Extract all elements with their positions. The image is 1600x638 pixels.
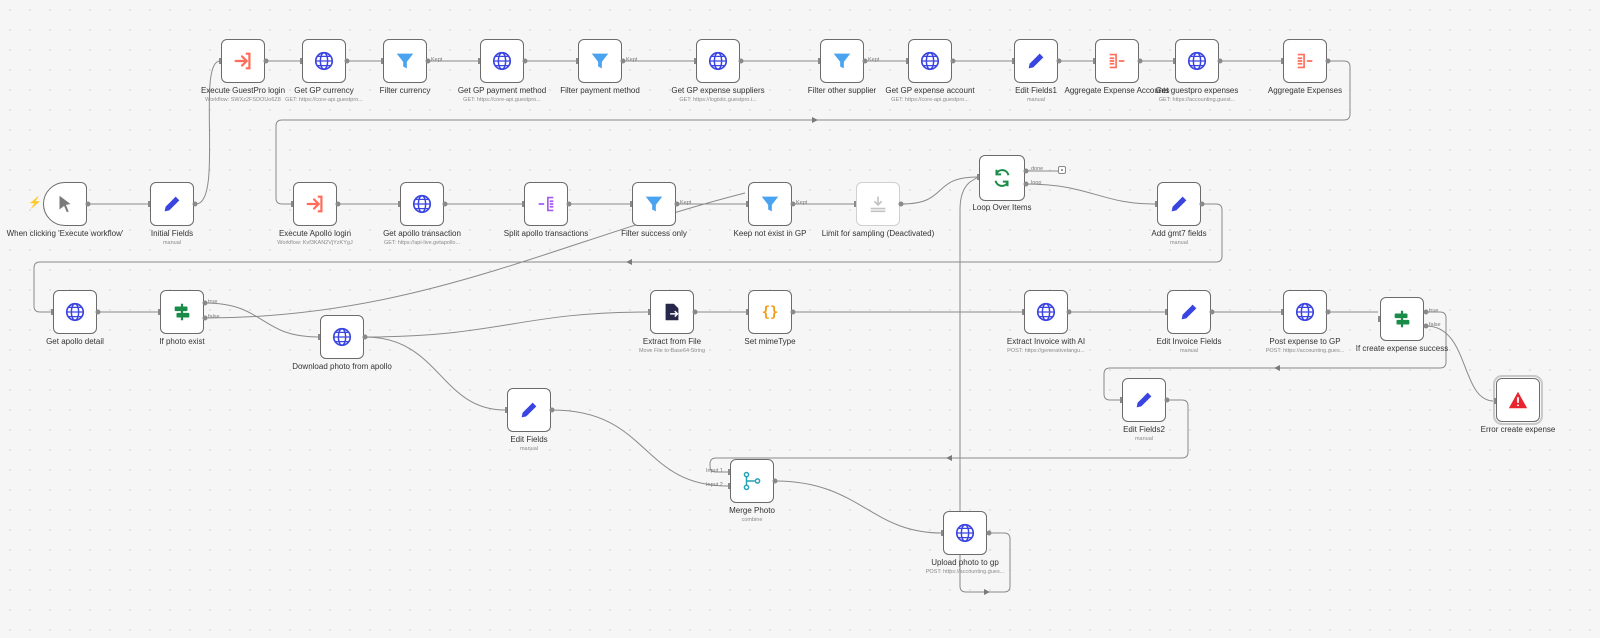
connection	[774, 480, 943, 534]
filter-icon	[642, 192, 666, 216]
node-filter-other-supplier[interactable]	[820, 39, 864, 83]
pencil-icon	[1132, 388, 1156, 412]
node-edit-invoice-fields[interactable]	[1167, 290, 1211, 334]
node-extract-invoice-with-ai[interactable]	[1024, 290, 1068, 334]
add-node-button[interactable]	[1058, 166, 1066, 174]
node-split-apollo-transactions[interactable]	[524, 182, 568, 226]
globe-icon	[1185, 49, 1209, 73]
code-icon: {}	[758, 300, 782, 324]
node-initial-fields[interactable]	[150, 182, 194, 226]
node-keep-not-exist-in-gp[interactable]	[748, 182, 792, 226]
globe-icon	[1034, 300, 1058, 324]
node-get-gp-currency[interactable]	[302, 39, 346, 83]
globe-icon	[63, 300, 87, 324]
globe-icon	[1293, 300, 1317, 324]
pencil-icon	[1024, 49, 1048, 73]
if-icon	[1390, 307, 1414, 331]
port-label-kept: Kept	[868, 57, 880, 63]
if-icon	[170, 300, 194, 324]
filter-icon	[393, 49, 417, 73]
globe-icon	[330, 325, 354, 349]
connection	[204, 302, 319, 338]
split-icon	[534, 192, 558, 216]
port-label-input-1: Input 1	[706, 468, 723, 474]
globe-icon	[490, 49, 514, 73]
filter-icon	[588, 49, 612, 73]
node-upload-photo-to-gp[interactable]	[943, 511, 987, 555]
node-if-photo-exist[interactable]	[160, 290, 204, 334]
node-if-create-expense-success[interactable]	[1380, 297, 1424, 341]
port-label-done: done	[1031, 166, 1044, 172]
node-get-guestpro-expenses[interactable]	[1175, 39, 1219, 83]
globe-icon	[312, 49, 336, 73]
connection	[900, 176, 979, 205]
node-get-gp-payment-method[interactable]	[480, 39, 524, 83]
cursor-icon	[53, 192, 77, 216]
port-label-input-2: Input 2	[706, 482, 723, 488]
node-loop-over-items[interactable]	[979, 155, 1025, 201]
file-icon	[660, 300, 684, 324]
node-get-gp-expense-account[interactable]	[908, 39, 952, 83]
node-edit-fields2[interactable]	[1122, 378, 1166, 422]
connection	[709, 399, 1189, 473]
port-label-true: true	[1429, 308, 1439, 314]
node-get-gp-expense-suppliers[interactable]	[696, 39, 740, 83]
node-edit-fields[interactable]	[507, 388, 551, 432]
globe-icon	[918, 49, 942, 73]
node-filter-payment-method[interactable]	[578, 39, 622, 83]
error-icon	[1506, 388, 1530, 412]
connection	[364, 311, 649, 338]
port-label-loop: loop	[1031, 180, 1042, 186]
aggregate-icon	[1105, 49, 1129, 73]
globe-icon	[953, 521, 977, 545]
connection	[364, 336, 506, 411]
login-icon	[303, 192, 327, 216]
globe-icon	[410, 192, 434, 216]
port-label-false: false	[1429, 322, 1441, 328]
node-execute-guestpro-login[interactable]	[221, 39, 265, 83]
node-edit-fields1[interactable]	[1014, 39, 1058, 83]
node-get-apollo-transaction[interactable]	[400, 182, 444, 226]
node-merge-photo[interactable]	[730, 459, 774, 503]
connection	[551, 409, 729, 487]
node-add-gmt7-fields[interactable]	[1157, 182, 1201, 226]
node-aggregate-expense-accounts[interactable]	[1095, 39, 1139, 83]
node-get-apollo-detail[interactable]	[53, 290, 97, 334]
node-filter-success-only[interactable]	[632, 182, 676, 226]
pencil-icon	[1177, 300, 1201, 324]
node-aggregate-expenses[interactable]	[1283, 39, 1327, 83]
port-label-kept: Kept	[431, 57, 443, 63]
node-error-create-expense[interactable]	[1493, 375, 1543, 425]
node-set-mimetype[interactable]: {}	[748, 290, 792, 334]
filter-icon	[758, 192, 782, 216]
port-label-kept: Kept	[680, 200, 692, 206]
node-when-clicking-execute[interactable]	[43, 182, 87, 226]
merge-icon	[740, 469, 764, 493]
pencil-icon	[1167, 192, 1191, 216]
limit-icon	[866, 192, 890, 216]
node-post-expense-to-gp[interactable]	[1283, 290, 1327, 334]
connection	[1425, 325, 1495, 402]
connection	[1025, 183, 1156, 205]
globe-icon	[706, 49, 730, 73]
lightning-icon: ⚡	[28, 197, 42, 209]
filter-icon	[830, 49, 854, 73]
port-label-kept: Kept	[626, 57, 638, 63]
node-download-photo-from-apollo[interactable]	[320, 315, 364, 359]
node-limit-for-sampling[interactable]	[856, 182, 900, 226]
pencil-icon	[517, 398, 541, 422]
port-label-true: true	[208, 299, 218, 305]
aggregate-icon	[1293, 49, 1317, 73]
port-label-kept: Kept	[796, 200, 808, 206]
node-filter-currency[interactable]	[383, 39, 427, 83]
login-icon	[231, 49, 255, 73]
node-extract-from-file[interactable]	[650, 290, 694, 334]
pencil-icon	[160, 192, 184, 216]
svg-text:{}: {}	[762, 305, 779, 321]
loop-icon	[990, 166, 1014, 190]
node-execute-apollo-login[interactable]	[293, 182, 337, 226]
port-label-false: false	[208, 314, 220, 320]
connection	[195, 60, 221, 205]
